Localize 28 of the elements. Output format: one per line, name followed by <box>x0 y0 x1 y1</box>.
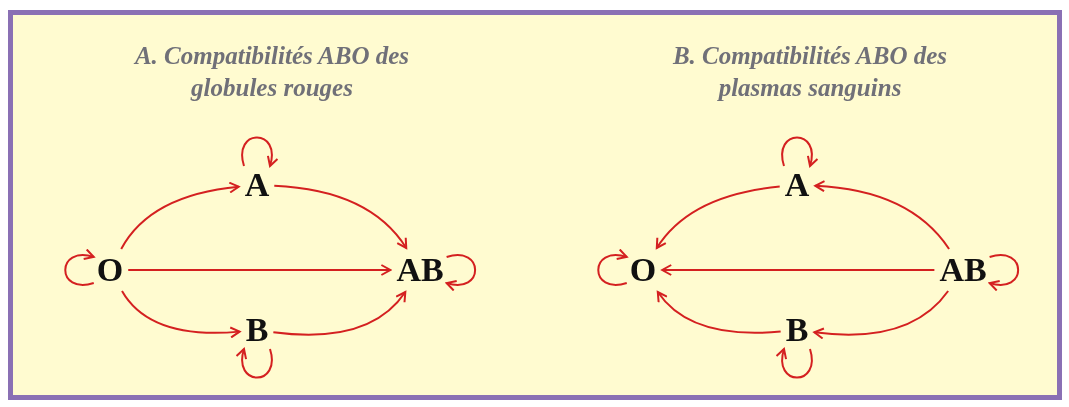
arrow <box>988 254 1020 291</box>
arrow <box>655 185 781 249</box>
panel-title: B. Compatibilités ABO des plasmas sanguins <box>671 41 949 103</box>
arrow <box>121 290 241 339</box>
arrow <box>127 264 392 276</box>
arrow <box>64 249 95 286</box>
blood-group-label: B <box>243 312 271 348</box>
arrow <box>813 290 950 340</box>
blood-group-label: O <box>94 252 126 288</box>
arrow <box>120 181 240 250</box>
arrow <box>814 180 951 250</box>
arrow <box>445 254 477 291</box>
arrow <box>781 136 818 167</box>
arrow <box>273 184 408 249</box>
blood-group-label: AB <box>394 252 446 288</box>
blood-group-label: B <box>783 312 811 348</box>
arrow <box>656 291 782 334</box>
arrow <box>241 136 278 167</box>
arrow <box>661 264 936 276</box>
blood-group-label: AB <box>937 252 989 288</box>
arrow <box>236 348 273 379</box>
blood-group-label: A <box>242 167 272 203</box>
arrow <box>597 249 628 286</box>
panel-title: A. Compatibilités ABO des globules rouges <box>132 41 411 103</box>
arrow <box>776 348 813 379</box>
blood-group-label: O <box>627 252 659 288</box>
blood-group-label: A <box>782 167 812 203</box>
arrow <box>272 291 407 336</box>
